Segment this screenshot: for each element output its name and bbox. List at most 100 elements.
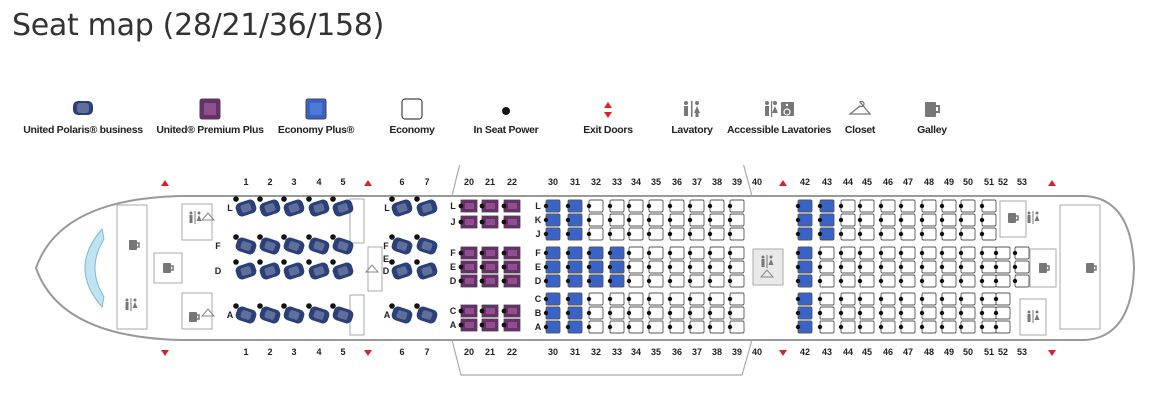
seat-polaris[interactable]	[234, 198, 257, 217]
seat-map: 11223344556677LFDALFEDA202021212222LJFED…	[34, 165, 1136, 376]
power-dot	[707, 203, 713, 209]
seat-polaris[interactable]	[258, 236, 281, 255]
seat-letter: K	[535, 215, 542, 225]
power-dot	[646, 250, 652, 256]
seat-letter: A	[535, 322, 542, 332]
power-dot	[479, 278, 485, 284]
power-dot	[586, 324, 592, 330]
seat-polaris[interactable]	[234, 305, 257, 324]
seat-polaris[interactable]	[390, 305, 413, 324]
power-dot	[857, 264, 863, 270]
power-dot	[898, 296, 904, 302]
seat-polaris[interactable]	[331, 305, 354, 324]
seat-letter: D	[215, 266, 222, 276]
power-dot	[857, 231, 863, 237]
seat-polaris[interactable]	[258, 305, 281, 324]
galley-icon	[1008, 213, 1016, 223]
closet-icon	[759, 269, 775, 278]
seat-polaris[interactable]	[258, 198, 281, 217]
seat-polaris[interactable]	[415, 261, 438, 280]
power-dot	[389, 259, 395, 265]
seat-premium-plus[interactable]	[481, 215, 499, 229]
power-dot	[687, 217, 693, 223]
seat-letter: D	[383, 266, 390, 276]
legend-accessible-lavatory: Accessible Lavatories	[719, 98, 839, 136]
seat-premium-plus[interactable]	[503, 304, 521, 318]
power-dot	[646, 231, 652, 237]
power-dot	[857, 278, 863, 284]
row-number-bottom: 21	[485, 347, 495, 357]
power-dot	[979, 231, 985, 237]
seat-polaris[interactable]	[415, 198, 438, 217]
row-number-top: 37	[692, 177, 702, 187]
seat-polaris[interactable]	[331, 198, 354, 217]
seat-polaris[interactable]	[390, 236, 413, 255]
power-dot	[1012, 250, 1018, 256]
seat-letter: J	[535, 229, 540, 239]
power-dot	[667, 310, 673, 316]
seat-polaris[interactable]	[307, 236, 330, 255]
seat-polaris[interactable]	[234, 236, 257, 255]
row-number-top: 31	[570, 177, 580, 187]
polaris-seat-icon	[73, 101, 93, 115]
mid-closet-upper	[349, 198, 365, 244]
power-dot	[565, 231, 571, 237]
power-dot	[958, 310, 964, 316]
seat-polaris[interactable]	[331, 261, 354, 280]
seat-premium-plus[interactable]	[503, 246, 521, 260]
power-dot	[414, 259, 420, 265]
power-dot	[687, 296, 693, 302]
row-number-bottom: 5	[340, 347, 345, 357]
row-number-bottom: 49	[944, 347, 954, 357]
power-dot	[817, 203, 823, 209]
legend-label: United® Premium Plus	[156, 124, 264, 136]
row-number-bottom: 48	[924, 347, 934, 357]
power-dot	[687, 264, 693, 270]
power-dot	[898, 231, 904, 237]
seat-polaris[interactable]	[258, 261, 281, 280]
power-dot	[646, 310, 652, 316]
seat-polaris[interactable]	[415, 305, 438, 324]
seat-premium-plus[interactable]	[503, 215, 521, 229]
power-dot	[838, 264, 844, 270]
seat-polaris[interactable]	[307, 305, 330, 324]
power-dot	[306, 259, 312, 265]
seat-polaris[interactable]	[282, 198, 305, 217]
power-dot	[565, 278, 571, 284]
seat-polaris[interactable]	[282, 236, 305, 255]
power-dot	[607, 250, 613, 256]
seat-polaris[interactable]	[390, 261, 413, 280]
power-dot	[458, 219, 464, 225]
power-dot	[857, 250, 863, 256]
row-number-top: 20	[464, 177, 474, 187]
row-number-top: 53	[1017, 177, 1027, 187]
seat-premium-plus[interactable]	[481, 274, 499, 288]
row-number-bottom: 30	[548, 347, 558, 357]
seat-letter: A	[450, 320, 457, 330]
power-dot	[979, 264, 985, 270]
power-dot	[543, 250, 549, 256]
tail-galley	[1059, 204, 1101, 330]
row-number-bottom: 22	[507, 347, 517, 357]
power-dot	[586, 264, 592, 270]
seat-polaris[interactable]	[415, 236, 438, 255]
legend-label: Accessible Lavatories	[726, 124, 831, 136]
seat-polaris[interactable]	[282, 305, 305, 324]
seat-premium-plus[interactable]	[460, 246, 478, 260]
row-number-bottom: 44	[843, 347, 853, 357]
lavatory-icon	[189, 211, 202, 224]
seat-polaris[interactable]	[390, 198, 413, 217]
seat-premium-plus[interactable]	[481, 318, 499, 332]
power-dot	[543, 324, 549, 330]
power-dot	[607, 324, 613, 330]
power-dot	[939, 217, 945, 223]
seat-polaris[interactable]	[307, 198, 330, 217]
seat-polaris[interactable]	[331, 236, 354, 255]
row-number-bottom: 53	[1017, 347, 1027, 357]
power-dot	[857, 296, 863, 302]
seat-polaris[interactable]	[282, 261, 305, 280]
front-lav-lower	[181, 292, 213, 330]
power-dot	[707, 217, 713, 223]
seat-polaris[interactable]	[234, 261, 257, 280]
seat-polaris[interactable]	[307, 261, 330, 280]
